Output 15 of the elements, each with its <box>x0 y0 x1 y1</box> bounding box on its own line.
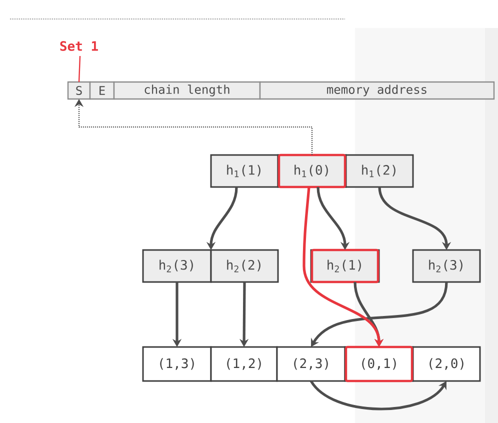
leader-line <box>78 56 81 82</box>
set-label: Set 1 <box>60 41 98 51</box>
field-cell: S <box>67 81 91 100</box>
hash-box: h$_{2}$(3) <box>412 249 481 283</box>
hash-box: h$_{2}$(3) <box>142 249 212 283</box>
arrow <box>310 380 446 410</box>
field-cell: E <box>89 81 115 100</box>
hash-box: h$_{1}$(2) <box>345 154 414 188</box>
field-cell: memory address <box>259 81 495 100</box>
hash-box: h$_{2}$(2) <box>210 249 279 283</box>
entry-box: (2,0) <box>412 346 481 382</box>
entry-box: (2,3) <box>276 346 346 382</box>
entry-box: (1,3) <box>142 346 212 382</box>
entry-box: (1,2) <box>210 346 278 382</box>
hash-box: h$_{1}$(1) <box>210 154 279 188</box>
